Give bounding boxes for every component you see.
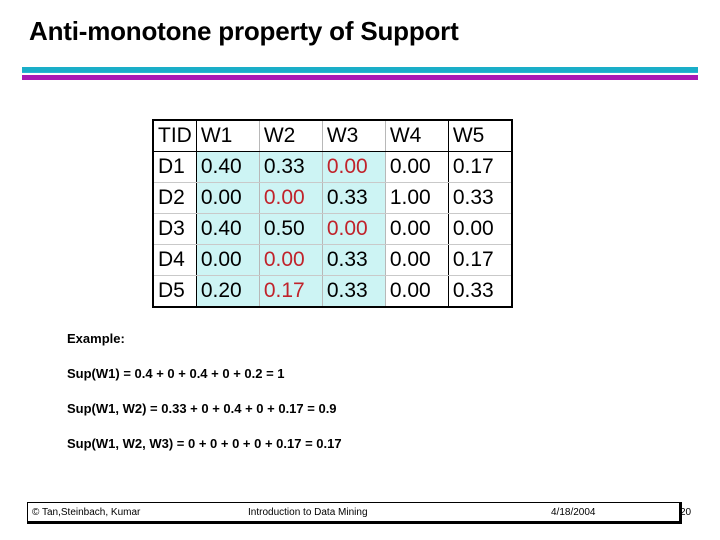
example-block: Example: Sup(W1) = 0.4 + 0 + 0.4 + 0 + 0… bbox=[67, 330, 667, 452]
column-header-w4: W4 bbox=[385, 120, 449, 152]
cell-d1-w1: 0.40 bbox=[196, 151, 260, 183]
cell-d2-w4: 1.00 bbox=[385, 182, 449, 214]
column-header-w3: W3 bbox=[322, 120, 386, 152]
column-header-w5: W5 bbox=[448, 120, 512, 152]
cell-d4-w5: 0.17 bbox=[448, 244, 512, 276]
cell-d1-w5: 0.17 bbox=[448, 151, 512, 183]
cell-d4-w3: 0.33 bbox=[322, 244, 386, 276]
slide-footer: © Tan,Steinbach, Kumar Introduction to D… bbox=[27, 502, 691, 524]
cell-d2-w1: 0.00 bbox=[196, 182, 260, 214]
example-line-2: Sup(W1, W2) = 0.33 + 0 + 0.4 + 0 + 0.17 … bbox=[67, 401, 337, 416]
footer-author: © Tan,Steinbach, Kumar bbox=[32, 507, 141, 518]
cell-d5-w5: 0.33 bbox=[452, 279, 494, 302]
cell-d3-w1: 0.40 bbox=[196, 213, 260, 245]
footer-page-number: 20 bbox=[680, 507, 692, 518]
cell-d5-w3: 0.33 bbox=[322, 275, 386, 307]
cell-d2-w5: 0.33 bbox=[448, 182, 512, 214]
footer-date: 4/18/2004 bbox=[551, 507, 596, 518]
footer-course-title: Introduction to Data Mining bbox=[248, 507, 368, 518]
cell-d3-w2: 0.50 bbox=[259, 213, 323, 245]
cell-tid: D2 bbox=[153, 182, 197, 214]
column-header-w2: W2 bbox=[259, 120, 323, 152]
cell-d4-w1: 0.00 bbox=[196, 244, 260, 276]
cell-tid: D5 bbox=[153, 275, 197, 307]
cell-d3-w3: 0.00 bbox=[322, 213, 386, 245]
example-line-1: Sup(W1) = 0.4 + 0 + 0.4 + 0 + 0.2 = 1 bbox=[67, 366, 285, 381]
divider-gap bbox=[22, 73, 698, 75]
cell-tid: D3 bbox=[153, 213, 197, 245]
cell-d3-w5: 0.00 bbox=[448, 213, 512, 245]
cell-d5-w2: 0.17 bbox=[259, 275, 323, 307]
divider-magenta-bar bbox=[22, 75, 698, 80]
column-header-tid: TID bbox=[153, 120, 197, 152]
page-title: Anti-monotone property of Support bbox=[29, 16, 459, 46]
cell-d5-w4: 0.00 bbox=[385, 275, 449, 307]
table-header: TID W1 W2 W3 W4 W5 bbox=[153, 120, 512, 152]
cell-d2-w3: 0.33 bbox=[322, 182, 386, 214]
cell-tid: D1 bbox=[153, 151, 197, 183]
cell-d3-w4: 0.00 bbox=[385, 213, 449, 245]
cell-d1-w4: 0.00 bbox=[385, 151, 449, 183]
title-divider bbox=[22, 67, 698, 81]
cell-d2-w2: 0.00 bbox=[259, 182, 323, 214]
example-heading: Example: bbox=[67, 331, 125, 346]
divider-cyan-thin-bar bbox=[22, 72, 698, 73]
column-header-w1: W1 bbox=[196, 120, 260, 152]
divider-cyan-bar bbox=[22, 67, 698, 72]
cell-d5-w1: 0.20 bbox=[196, 275, 260, 307]
cell-d1-w3: 0.00 bbox=[322, 151, 386, 183]
table-header-row: TID W1 W2 W3 W4 W5 bbox=[153, 120, 512, 152]
cell-d4-w2: 0.00 bbox=[259, 244, 323, 276]
cell-d4-w4: 0.00 bbox=[385, 244, 449, 276]
cell-d1-w2: 0.33 bbox=[259, 151, 323, 183]
cell-tid: D4 bbox=[153, 244, 197, 276]
example-line-3: Sup(W1, W2, W3) = 0 + 0 + 0 + 0 + 0.17 =… bbox=[67, 436, 342, 451]
